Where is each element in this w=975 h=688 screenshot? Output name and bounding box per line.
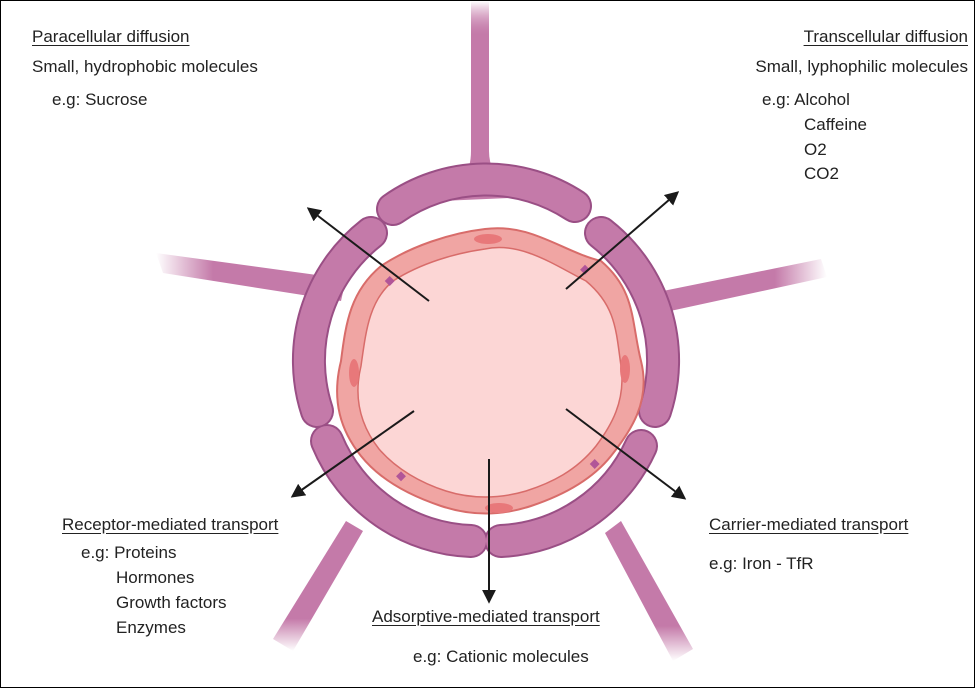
transcellular-example: e.g: Alcohol <box>762 90 850 110</box>
nucleus-icon <box>349 359 359 387</box>
transcellular-title: Transcellular diffusion <box>804 27 968 47</box>
carrier-example: e.g: Iron - TfR <box>709 554 814 574</box>
receptor-title: Receptor-mediated transport <box>62 515 278 535</box>
transcellular-example-item: CO2 <box>804 164 839 184</box>
paracellular-example: e.g: Sucrose <box>52 90 147 110</box>
transcellular-example-item: O2 <box>804 140 827 160</box>
receptor-example: e.g: Proteins <box>81 543 176 563</box>
receptor-example-item: Enzymes <box>116 618 186 638</box>
paracellular-desc: Small, hydrophobic molecules <box>32 57 258 77</box>
carrier-title: Carrier-mediated transport <box>709 515 908 535</box>
nucleus-icon <box>620 355 630 383</box>
transcellular-example-item: Caffeine <box>804 115 867 135</box>
paracellular-title: Paracellular diffusion <box>32 27 190 47</box>
endothelial-cell <box>337 228 644 513</box>
receptor-example-item: Growth factors <box>116 593 227 613</box>
adsorptive-title: Adsorptive-mediated transport <box>372 607 600 627</box>
transcellular-desc: Small, lyphophilic molecules <box>755 57 968 77</box>
receptor-example-item: Hormones <box>116 568 194 588</box>
nucleus-icon <box>474 234 502 244</box>
adsorptive-example: e.g: Cationic molecules <box>413 647 589 667</box>
